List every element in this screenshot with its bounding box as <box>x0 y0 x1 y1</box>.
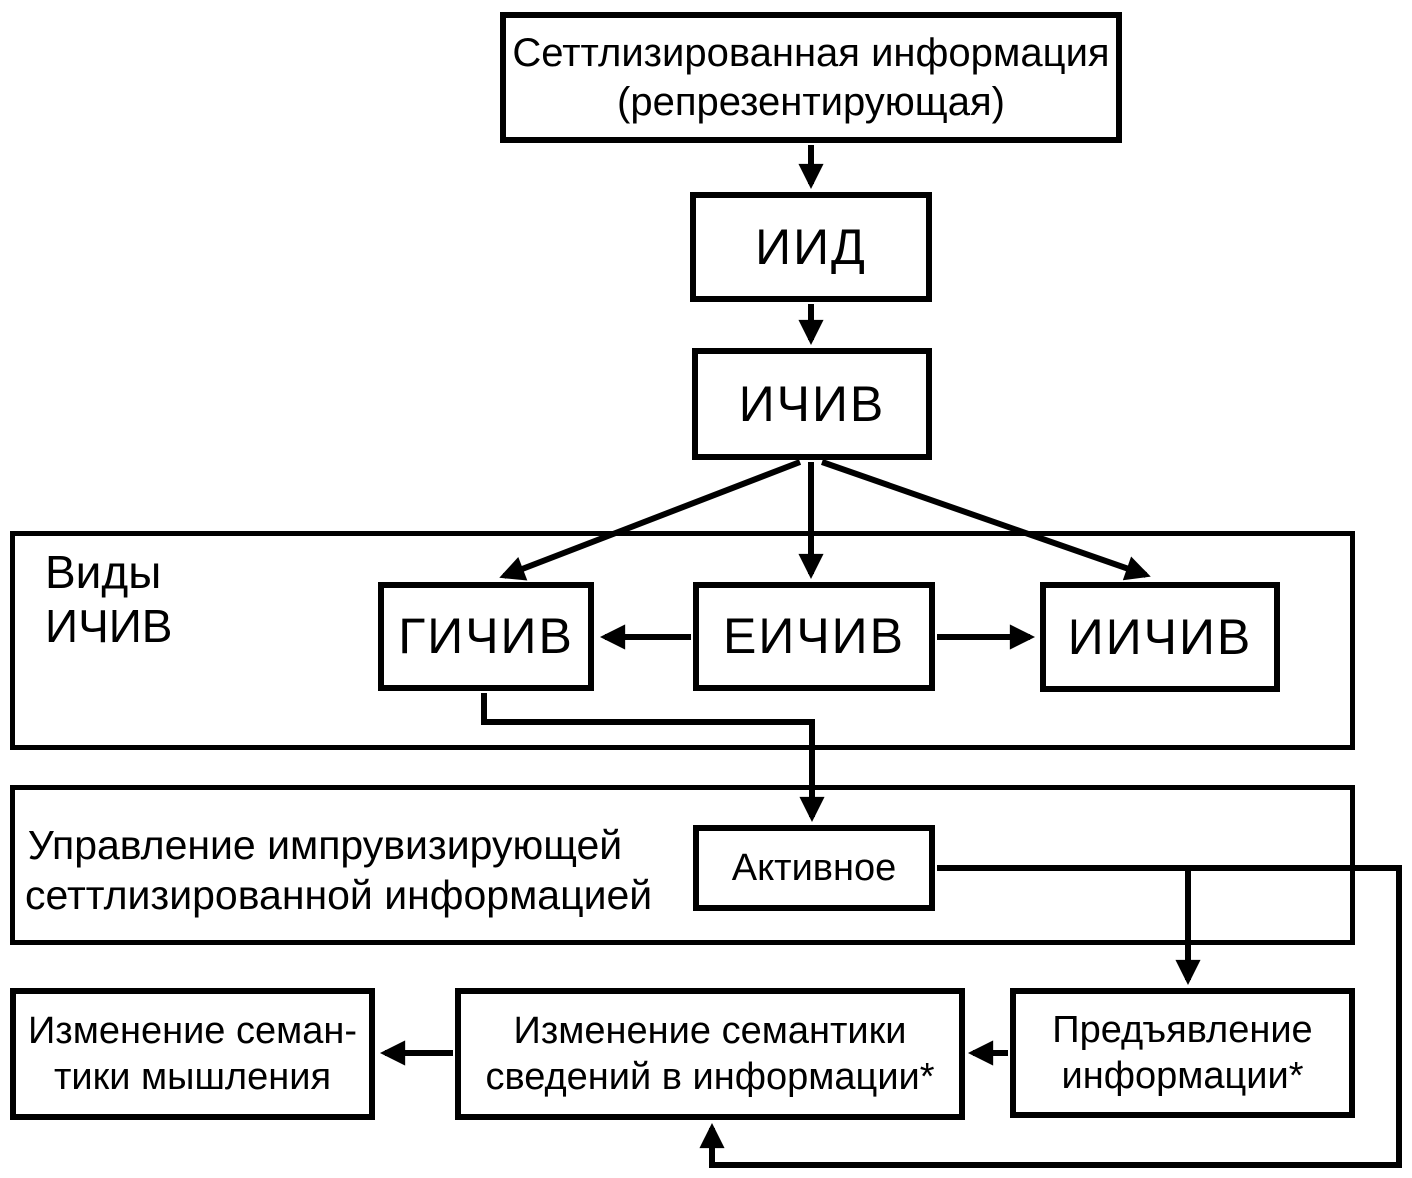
iichiv-label: ИИЧИВ <box>1067 608 1253 665</box>
node-izmenenie-svedeniy: Изменение семантики сведений в информаци… <box>455 988 965 1120</box>
iid-label: ИИД <box>755 218 867 275</box>
upravlenie-group-label: Управление импрувизирующей сеттлизирован… <box>25 820 652 920</box>
node-gichiv: ГИЧИВ <box>378 582 594 691</box>
node-eichiv: ЕИЧИВ <box>693 582 935 691</box>
node-settlized-info: Сеттлизированная информация (репрезентир… <box>500 12 1122 143</box>
node-ichiv: ИЧИВ <box>692 348 932 460</box>
izmenenie-myshleniya-line1: Изменение семан- <box>27 1009 358 1052</box>
node-predyavlenie: Предъявление информации* <box>1010 988 1355 1118</box>
node-iid: ИИД <box>690 192 932 302</box>
settlized-info-line1: Сеттлизированная информация <box>512 30 1110 75</box>
vidy-ichiv-label-line2: ИЧИВ <box>45 600 173 653</box>
eichiv-label: ЕИЧИВ <box>723 608 905 664</box>
vidy-ichiv-group-label: Виды ИЧИВ <box>45 545 172 654</box>
settlized-info-line2: (репрезентирующая) <box>617 79 1005 124</box>
izmenenie-svedeniy-line2: сведений в информации* <box>485 1056 935 1098</box>
aktivnoe-label: Активное <box>731 846 897 889</box>
predyavlenie-line1: Предъявление <box>1052 1008 1313 1051</box>
vidy-ichiv-label-line1: Виды <box>45 546 162 598</box>
ichiv-label: ИЧИВ <box>738 375 886 432</box>
izmenenie-svedeniy-line1: Изменение семантики <box>513 1009 907 1052</box>
node-aktivnoe: Активное <box>693 825 935 911</box>
izmenenie-myshleniya-line2: тики мышления <box>53 1056 332 1098</box>
node-izmenenie-myshleniya: Изменение семан- тики мышления <box>10 988 375 1120</box>
predyavlenie-line2: информации* <box>1061 1055 1304 1097</box>
upravlenie-label-line1: Управление импрувизирующей <box>27 822 623 868</box>
upravlenie-label-line2: сеттлизированной информацией <box>25 872 653 919</box>
node-iichiv: ИИЧИВ <box>1040 582 1280 692</box>
gichiv-label: ГИЧИВ <box>398 608 574 664</box>
